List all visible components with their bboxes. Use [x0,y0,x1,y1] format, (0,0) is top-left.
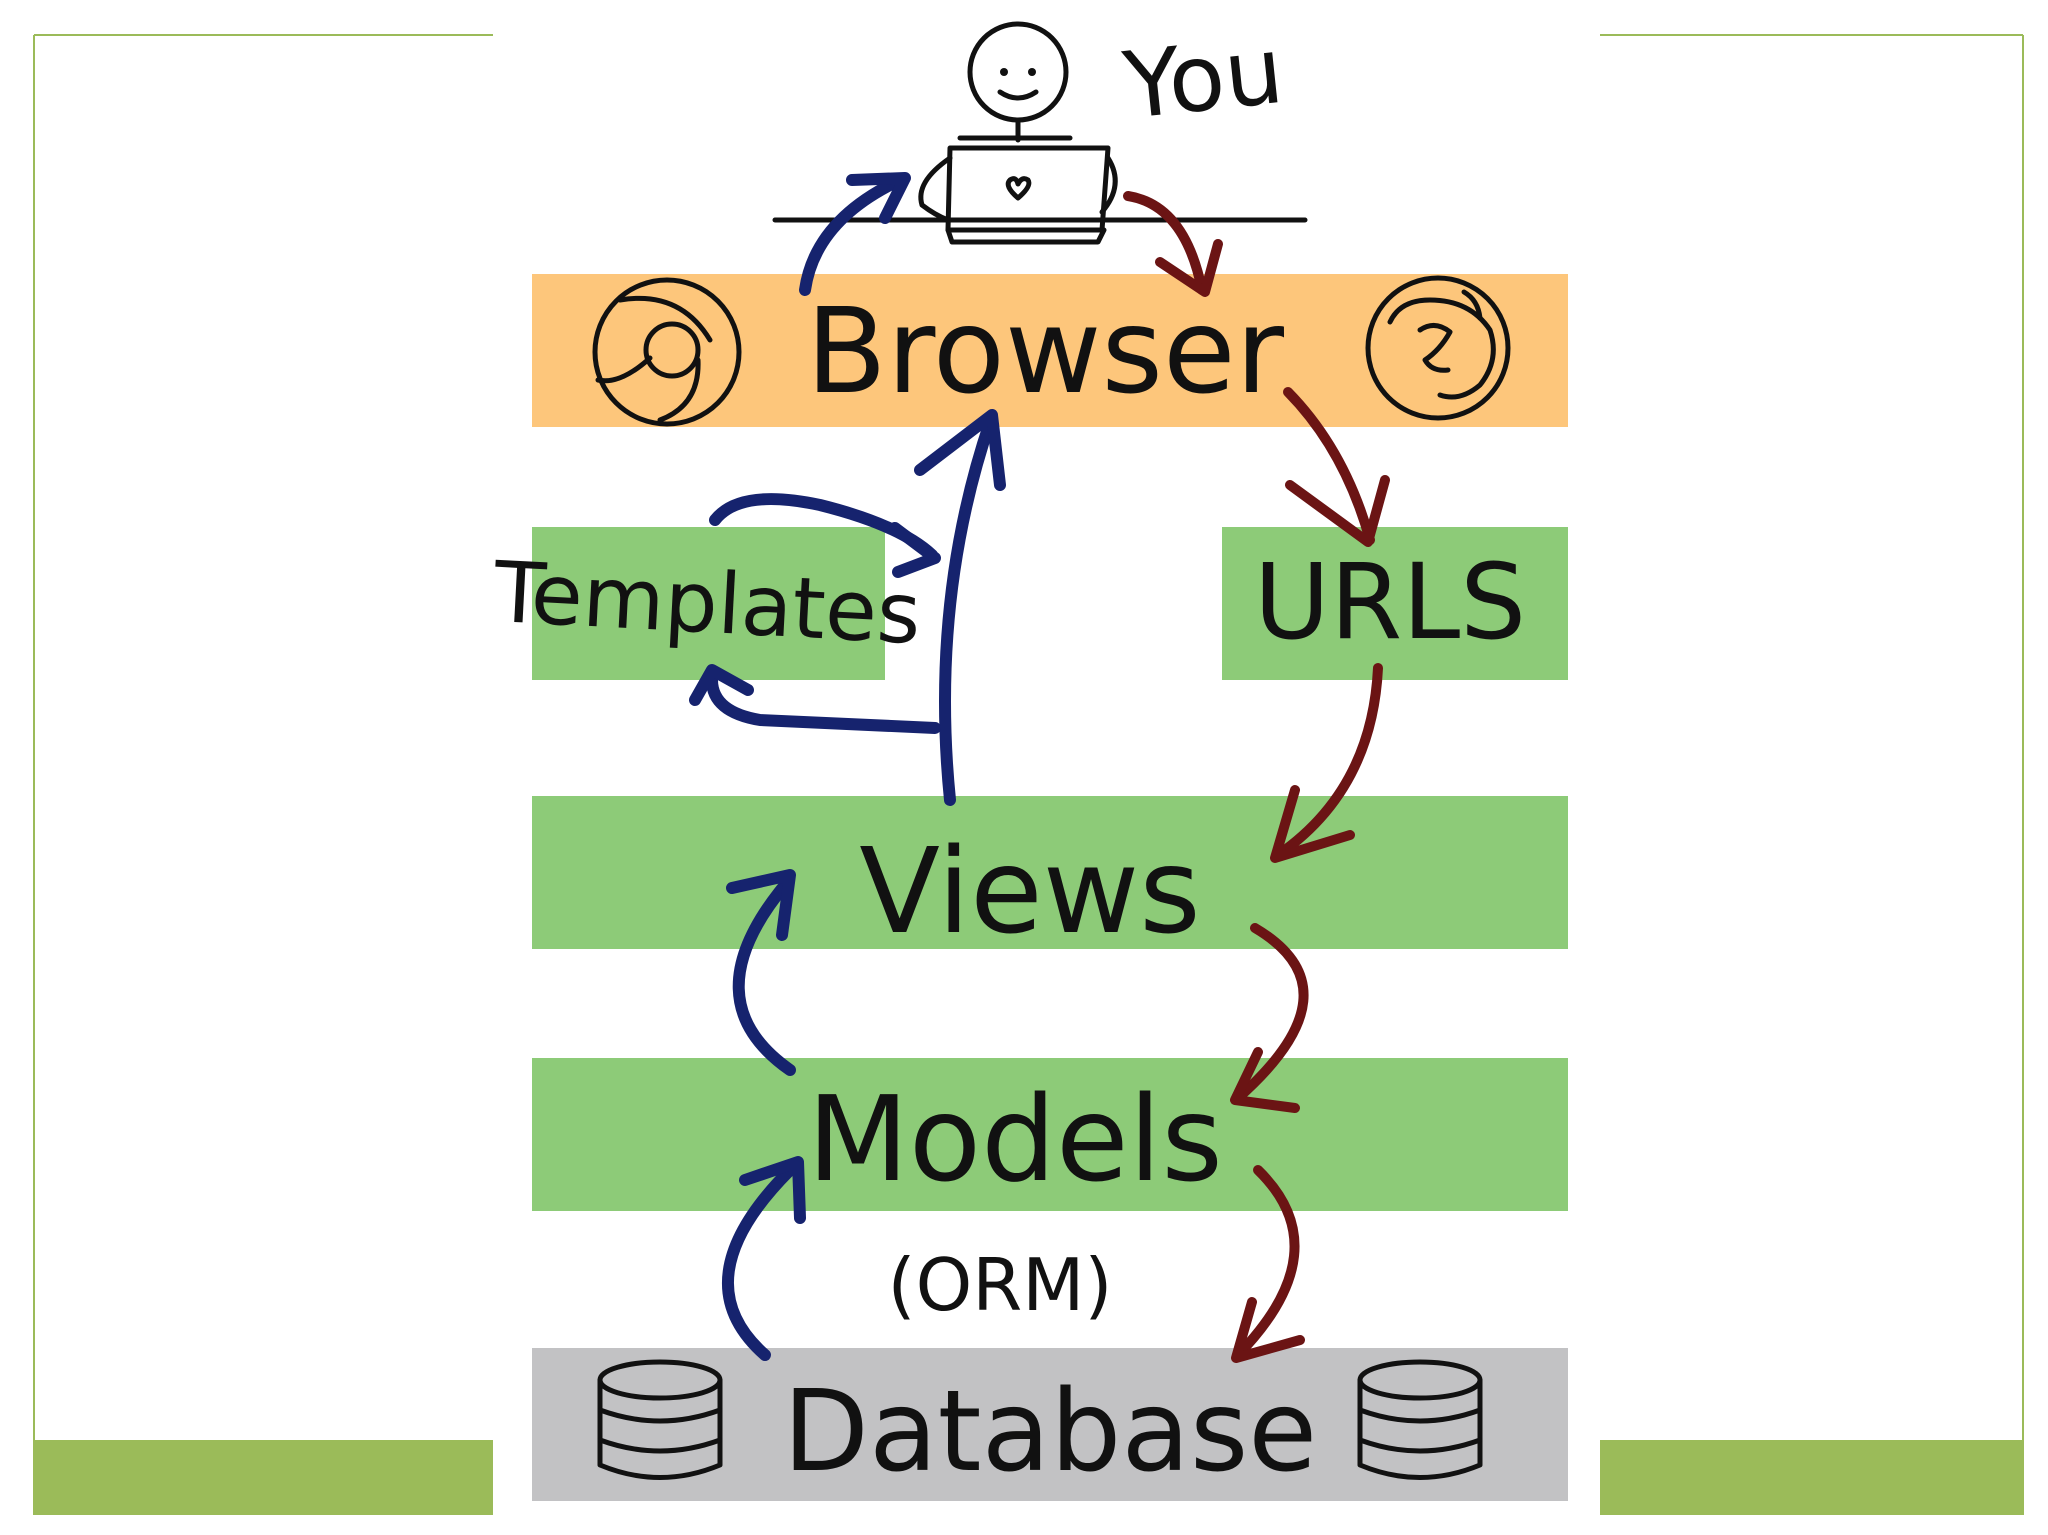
arrow-models-to-database [1233,1165,1300,1360]
arrowhead-browser-to-you [846,172,911,224]
arrowhead-models-to-database [1231,1297,1305,1363]
response-flow-arrows [689,172,1006,1361]
browser-label: Browser [806,282,1285,420]
orm-label: (ORM) [888,1243,1113,1327]
database-label: Database [783,1367,1317,1497]
views-label: Views [859,822,1201,960]
frame-bottom-left-bar [34,1440,493,1515]
frame-bottom-right-bar [1600,1440,2023,1515]
views-band [532,796,1568,949]
arrowhead-views-to-browser [914,409,1006,491]
arrowhead-views-to-templates [689,664,754,706]
arrow-urls-to-views [1273,663,1383,860]
arrowhead-browser-to-urls [1285,475,1390,547]
arrow-models-to-views [732,879,796,1076]
chrome-icon [592,277,742,427]
arrowhead-urls-to-views [1270,785,1355,863]
arrowhead-templates-to-views [889,522,941,578]
arrowhead-you-to-browser [1155,239,1223,297]
models-label: Models [807,1070,1223,1208]
arrowhead-database-to-models [739,1156,806,1224]
stick-figure-laptop-icon [772,21,1308,245]
you-label: You [1118,17,1288,140]
arrow-browser-to-urls [1283,387,1375,545]
arrow-database-to-models [721,1164,796,1361]
arrowhead-views-to-models [1230,1047,1300,1113]
arrow-views-to-templates [706,674,941,734]
database-cylinder-icon [1357,1359,1483,1480]
slide-frame [33,34,2024,1515]
templates-label: Templates [491,543,924,663]
urls-band [1222,527,1568,680]
firefox-icon [1365,275,1511,421]
arrow-browser-to-you [799,174,906,296]
database-cylinder-icon [597,1359,723,1480]
arrowhead-models-to-views [726,869,796,941]
models-band [532,1058,1568,1211]
urls-label: URLS [1254,541,1526,663]
arrow-views-to-browser [939,416,996,806]
request-flow-arrows [1123,191,1390,1363]
templates-band [532,527,885,680]
arrow-you-to-browser [1123,191,1207,295]
arrow-views-to-models [1233,923,1309,1103]
